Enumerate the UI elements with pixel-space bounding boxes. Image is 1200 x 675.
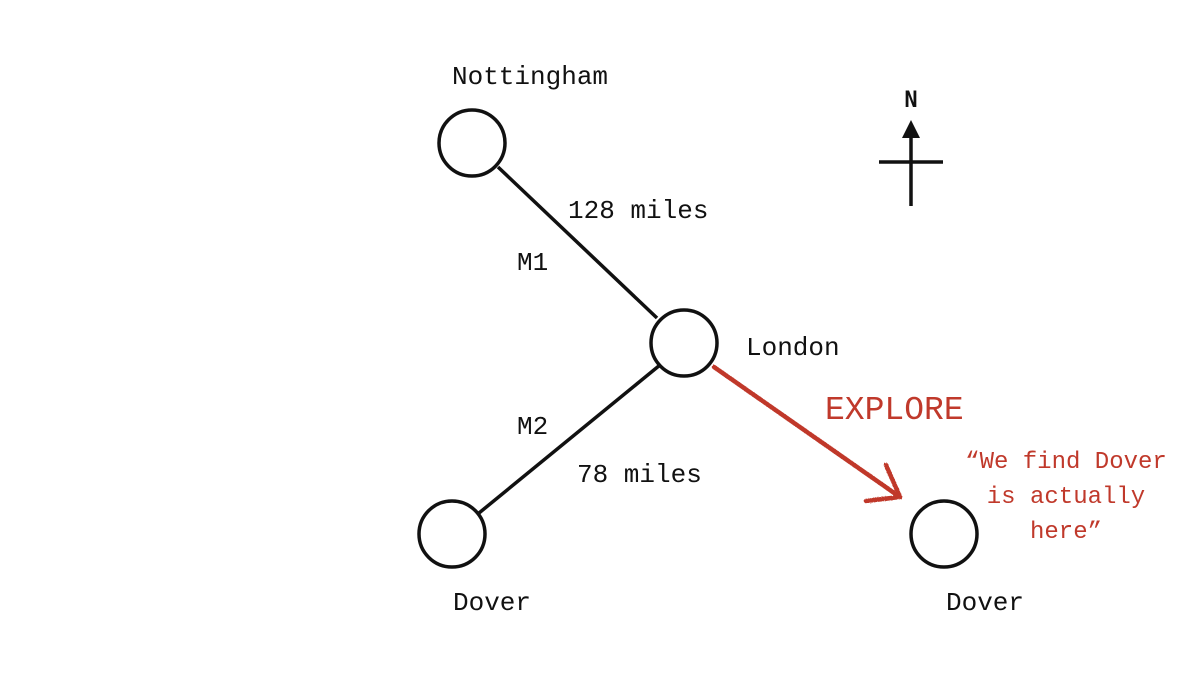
m2-road-label: M2 — [517, 412, 548, 442]
m2-distance-label: 78 miles — [577, 460, 702, 490]
explore-arrow — [711, 364, 903, 504]
m1-edge — [496, 165, 659, 320]
nottingham-label: Nottingham — [452, 62, 608, 92]
m1-road-label: M1 — [517, 248, 548, 278]
london-node — [649, 308, 719, 378]
nottingham-node — [437, 108, 507, 178]
explore-label: EXPLORE — [825, 392, 964, 429]
london-label: London — [746, 333, 840, 363]
m2-edge — [477, 363, 662, 515]
dover-assumed-node — [417, 499, 487, 569]
m1-distance-label: 128 miles — [568, 196, 708, 226]
dover-assumed-label: Dover — [453, 588, 531, 618]
dover-actual-node — [909, 499, 979, 569]
quote-line-1: “We find Dover — [965, 449, 1167, 476]
north-label: N — [904, 88, 917, 113]
dover-actual-label: Dover — [946, 588, 1024, 618]
quote-line-3: here” — [1030, 519, 1102, 546]
quote-line-2: is actually — [987, 484, 1145, 511]
compass-icon: N — [879, 88, 943, 206]
